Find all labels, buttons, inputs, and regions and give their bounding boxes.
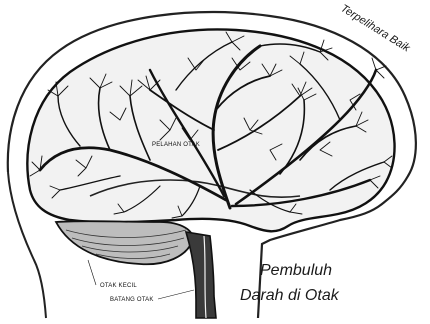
title-line-2: Darah di Otak (240, 287, 340, 304)
otak-kecil-label: OTAK KECIL (100, 283, 137, 289)
title-line-1: Pembuluh (260, 262, 332, 279)
corner-caption: Terpelihara Baik (338, 2, 412, 54)
cerebellum (56, 221, 193, 264)
batang-otak-label: BATANG OTAK (110, 297, 154, 303)
brainstem (186, 232, 216, 318)
batang-otak-leader (158, 290, 194, 299)
inner-brain-label: PELAHAN OTAK (152, 142, 200, 148)
otak-kecil-leader (88, 260, 96, 285)
